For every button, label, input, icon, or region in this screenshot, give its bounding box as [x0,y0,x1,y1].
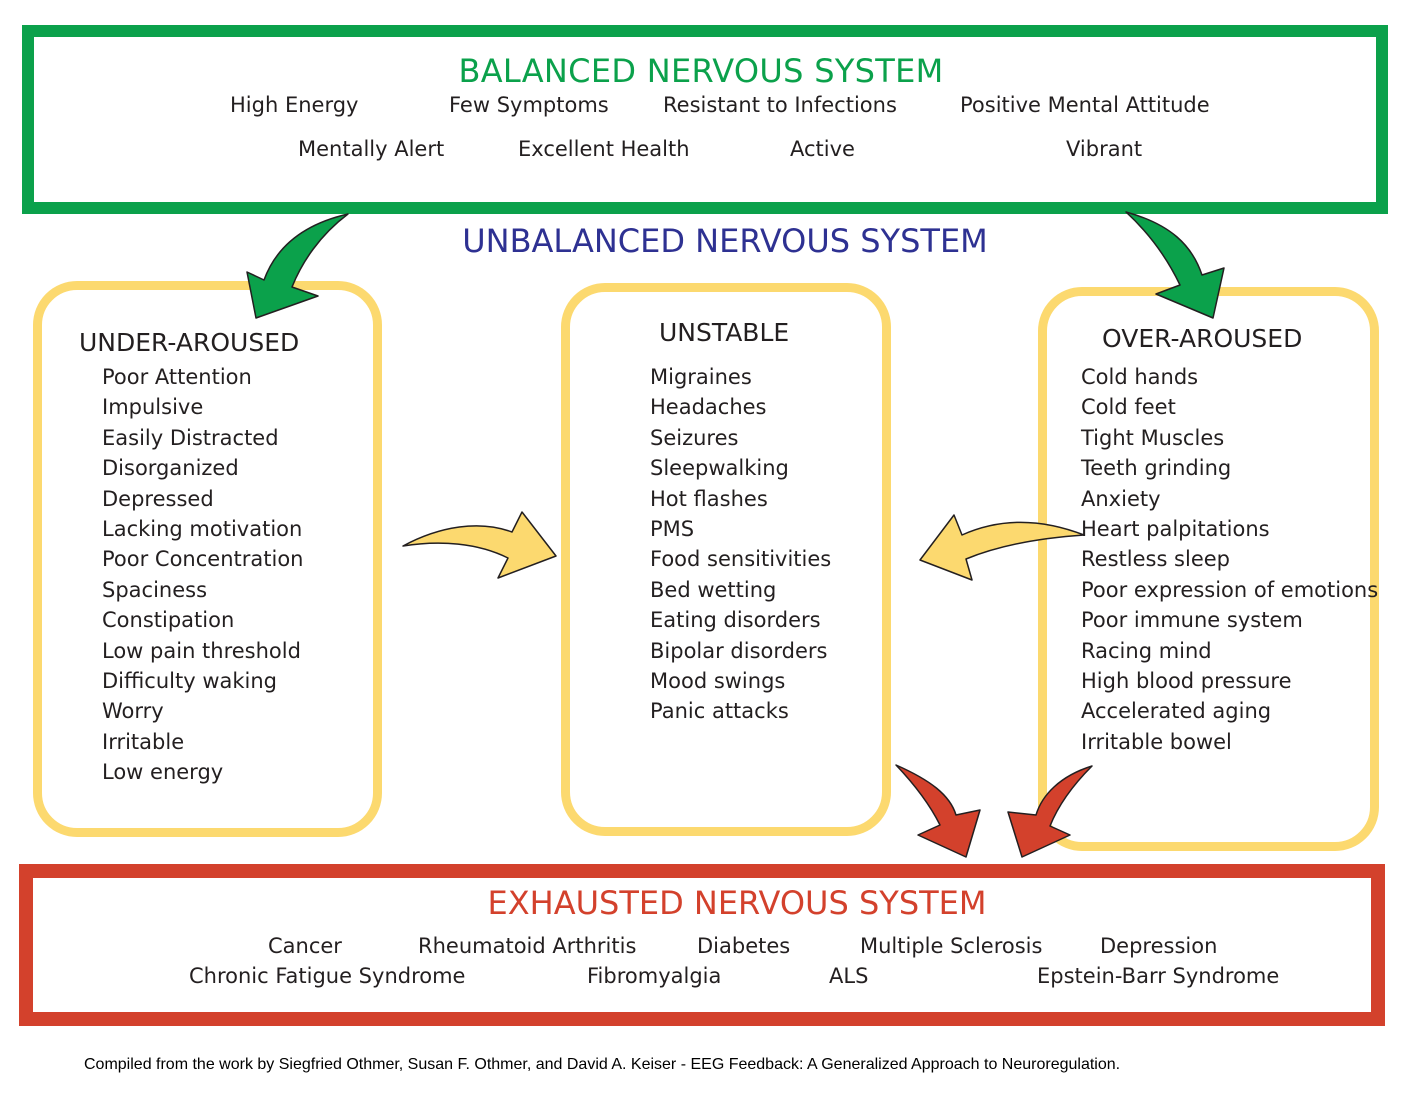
unstable-title: UNSTABLE [659,318,790,347]
footer-citation: Compiled from the work by Siegfried Othm… [84,1056,1121,1073]
symptom-item: Heart palpitations [1081,516,1270,541]
unstable-box [561,283,891,836]
symptom-item: Cold hands [1081,365,1199,389]
symptom-item: Irritable [102,729,185,754]
symptom-item: Anxiety [1081,486,1161,511]
symptom-item: Poor Attention [102,365,252,389]
symptom-item: Spaciness [102,577,208,602]
symptom-item: Low pain threshold [102,638,301,663]
symptom-item: Teeth grinding [1081,456,1232,481]
under-aroused-box [33,281,382,837]
exhausted-condition: Chronic Fatigue Syndrome [189,964,466,988]
symptom-item: Irritable bowel [1081,729,1232,754]
symptom-item: Poor Concentration [102,547,304,572]
symptom-item: Impulsive [102,395,204,420]
symptom-item: Disorganized [102,456,239,481]
exhausted-condition: Depression [1100,934,1218,958]
symptom-item: Headaches [650,395,767,420]
over-aroused-title: OVER-AROUSED [1102,324,1303,353]
symptom-item: Depressed [102,486,214,511]
exhausted-condition: Epstein-Barr Syndrome [1037,964,1280,988]
symptom-item: Mood swings [650,668,786,693]
symptom-item: Migraines [650,365,752,389]
symptom-item: Poor expression of emotions [1081,577,1379,602]
symptom-item: PMS [650,516,695,541]
balanced-trait: Active [790,137,855,161]
balanced-trait: Few Symptoms [449,93,609,117]
unbalanced-title: UNBALANCED NERVOUS SYSTEM [462,222,988,260]
exhausted-condition: ALS [829,964,869,988]
yellow-arrow-left [402,511,557,579]
symptom-item: Food sensitivities [650,547,832,572]
balanced-trait: Positive Mental Attitude [960,93,1210,117]
exhausted-condition: Fibromyalgia [587,964,722,988]
exhausted-condition: Multiple Sclerosis [860,934,1043,958]
symptom-item: Racing mind [1081,638,1212,663]
symptom-item: Constipation [102,608,235,633]
balanced-trait: Vibrant [1066,137,1143,161]
symptom-item: Lacking motivation [102,516,303,541]
symptom-item: Poor immune system [1081,608,1303,633]
balanced-trait: Mentally Alert [298,137,445,161]
symptom-item: Worry [102,699,164,724]
symptom-item: Panic attacks [650,699,789,724]
balanced-title: BALANCED NERVOUS SYSTEM [458,52,944,90]
exhausted-title: EXHAUSTED NERVOUS SYSTEM [487,884,987,922]
symptom-item: Bed wetting [650,577,777,602]
under-aroused-title: UNDER-AROUSED [79,328,300,357]
symptom-item: Low energy [102,760,224,785]
symptom-item: Hot flashes [650,486,768,511]
symptom-item: Eating disorders [650,608,821,633]
balanced-trait: Resistant to Infections [663,93,897,117]
red-arrow-left [895,764,981,858]
symptom-item: Bipolar disorders [650,638,828,663]
symptom-item: Cold feet [1081,395,1176,420]
symptom-item: Seizures [650,425,739,450]
exhausted-condition: Diabetes [697,934,791,958]
symptom-item: High blood pressure [1081,668,1292,693]
symptom-item: Easily Distracted [102,425,279,450]
exhausted-box [19,864,1385,1026]
symptom-item: Difficulty waking [102,668,278,693]
exhausted-condition: Rheumatoid Arthritis [418,934,637,958]
symptom-item: Tight Muscles [1081,425,1225,450]
symptom-item: Sleepwalking [650,456,789,481]
balanced-box [22,25,1388,214]
exhausted-condition: Cancer [268,934,342,958]
balanced-trait: Excellent Health [518,137,690,161]
symptom-item: Restless sleep [1081,547,1230,572]
balanced-trait: High Energy [230,93,359,117]
symptom-item: Accelerated aging [1081,699,1272,724]
